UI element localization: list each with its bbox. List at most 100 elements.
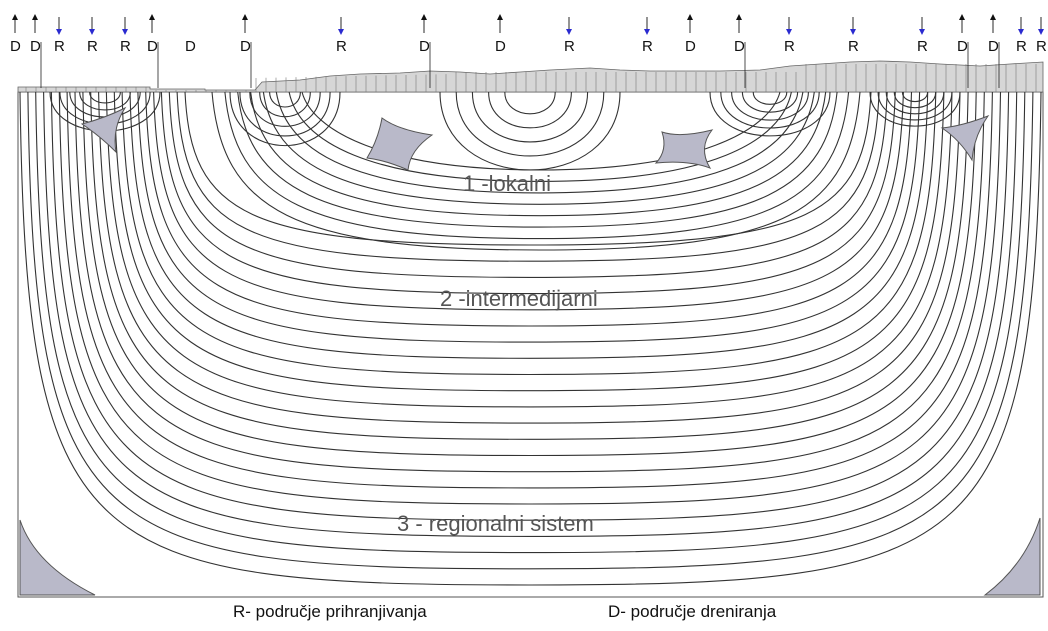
- marker-letter: R: [87, 38, 98, 55]
- up-arrow-icon: [32, 14, 38, 20]
- up-arrow-icon: [421, 14, 427, 20]
- up-arrow-icon: [497, 14, 503, 20]
- local-flow-line: [269, 91, 301, 108]
- recharge-marker: R: [784, 17, 795, 55]
- regional-flow-line: [121, 91, 937, 376]
- local-flow-line: [439, 91, 621, 171]
- recharge-marker: R: [87, 17, 98, 55]
- stagnation-zone-2: [366, 117, 434, 171]
- marker-letter: D: [685, 38, 696, 55]
- regional-flow-line: [50, 91, 1010, 521]
- recharge-marker: R: [54, 17, 65, 55]
- marker-letter: R: [1016, 38, 1027, 55]
- local-flow-line: [893, 91, 937, 109]
- stagnation-zone-3: [654, 129, 714, 169]
- down-arrow-icon: [1038, 29, 1044, 35]
- discharge-marker: D: [147, 14, 159, 88]
- down-arrow-icon: [644, 29, 650, 35]
- regional-flow-line: [168, 91, 888, 278]
- marker-letter: D: [185, 38, 196, 55]
- up-arrow-icon: [242, 14, 248, 20]
- local-flow-line: [89, 91, 121, 104]
- down-arrow-icon: [122, 29, 128, 35]
- up-arrow-icon: [149, 14, 155, 20]
- regional-flow-line: [43, 91, 1018, 537]
- regional-flow-line: [98, 91, 961, 424]
- down-arrow-icon: [786, 29, 792, 35]
- marker-letter: R: [1036, 38, 1047, 55]
- regional-flow-line: [184, 91, 872, 246]
- local-flow-line: [752, 91, 788, 105]
- stagnation-zone-4: [940, 114, 990, 162]
- discharge-marker: D: [685, 14, 696, 55]
- local-flow-line: [885, 91, 945, 115]
- stagnation-zone-1: [80, 106, 127, 154]
- intermediate-flow-line: [250, 91, 827, 217]
- recharge-marker: R: [564, 17, 575, 55]
- down-arrow-icon: [919, 29, 925, 35]
- stagnation-zone-5: [19, 519, 96, 596]
- local-flow-line: [731, 91, 809, 121]
- marker-letter: R: [917, 38, 928, 55]
- regional-flow-line: [35, 91, 1026, 554]
- water-table-cells: [25, 64, 1037, 92]
- discharge-marker: D: [30, 14, 42, 88]
- regional-flow-line: [153, 91, 904, 311]
- local-flow-line: [869, 91, 961, 127]
- local-flow-line: [239, 91, 331, 137]
- down-arrow-icon: [56, 29, 62, 35]
- recharge-marker: R: [336, 17, 347, 55]
- local-flow-line: [249, 91, 321, 127]
- local-flow-line: [504, 91, 556, 115]
- stagnation-zone-6: [983, 517, 1041, 596]
- regional-flow-line: [145, 91, 913, 327]
- regional-flow-line: [74, 91, 985, 473]
- recharge-marker: R: [120, 17, 131, 55]
- marker-letter: D: [734, 38, 745, 55]
- marker-letter: D: [419, 38, 430, 55]
- regional-flow-line: [19, 91, 1042, 586]
- marker-letter: D: [988, 38, 999, 55]
- regional-system-label: 3 - regionalni sistem: [397, 511, 594, 536]
- marker-letter: D: [495, 38, 506, 55]
- legend-discharge: D- područje dreniranja: [608, 602, 777, 621]
- intermediate-flow-line: [237, 91, 838, 228]
- intermediate-flow-line: [262, 91, 815, 205]
- recharge-marker: R: [848, 17, 859, 55]
- regional-flow-line: [137, 91, 921, 343]
- discharge-marker: D: [185, 38, 196, 55]
- marker-letter: D: [240, 38, 251, 55]
- local-flow-line: [901, 91, 929, 103]
- flow-lines: [19, 91, 1042, 586]
- marker-letter: D: [147, 38, 158, 55]
- discharge-marker: D: [988, 14, 1000, 88]
- discharge-marker: D: [419, 14, 431, 88]
- up-arrow-icon: [990, 14, 996, 20]
- legend-recharge: R- područje prihranjivanja: [233, 602, 427, 621]
- local-flow-line: [229, 91, 341, 147]
- down-arrow-icon: [1018, 29, 1024, 35]
- local-flow-line: [720, 91, 820, 129]
- recharge-marker: R: [917, 17, 928, 55]
- marker-letter: D: [957, 38, 968, 55]
- local-flow-line: [79, 91, 131, 111]
- local-flow-line: [488, 91, 572, 129]
- water-table-surface: [17, 60, 1044, 93]
- local-flow-line: [471, 91, 589, 143]
- up-arrow-icon: [959, 14, 965, 20]
- recharge-marker: R: [642, 17, 653, 55]
- discharge-marker: D: [495, 14, 506, 55]
- marker-letter: R: [54, 38, 65, 55]
- regional-flow-line: [160, 91, 896, 295]
- recharge-marker: R: [1016, 17, 1027, 55]
- local-flow-line: [741, 91, 799, 113]
- regional-flow-line: [105, 91, 953, 408]
- recharge-marker: R: [1036, 17, 1047, 55]
- marker-letter: R: [336, 38, 347, 55]
- marker-letter: R: [564, 38, 575, 55]
- discharge-marker: D: [240, 14, 252, 88]
- marker-letter: R: [784, 38, 795, 55]
- regional-flow-line: [129, 91, 929, 359]
